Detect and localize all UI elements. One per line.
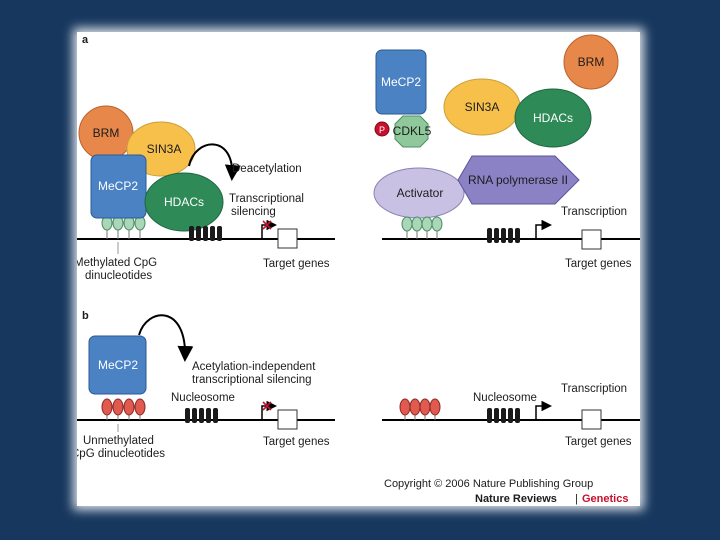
target-genes-label: Target genes: [565, 258, 632, 270]
tss-blocked-arrow: [261, 219, 277, 239]
sin3a-label: SIN3A: [147, 142, 182, 156]
mecp2-protein: [375, 49, 427, 115]
acetylation-label-1: Acetylation-independent: [192, 361, 316, 373]
tss-arrow: [535, 400, 552, 420]
figure-panel: a b BRM: [77, 32, 640, 506]
nucleosome: [487, 228, 520, 243]
transcription-label: Transcription: [561, 383, 627, 395]
panel-a-left: BRM SIN3A MeCP2 HDACs: [77, 105, 335, 282]
methyl-cpg: [411, 216, 423, 232]
unmethyl-cpg: [409, 398, 421, 416]
cdkl5-label: CDKL5: [393, 124, 432, 138]
tss-arrow: [535, 219, 552, 239]
unmethylated-cpg-marks: [101, 398, 146, 432]
unmethyl-cpg: [399, 398, 411, 416]
nucleosome: [185, 408, 218, 423]
sin3a-label: SIN3A: [465, 100, 500, 114]
brm-label: BRM: [93, 126, 120, 140]
unmethyl-cpg: [429, 398, 441, 416]
unmethyl-cpg: [419, 398, 431, 416]
unmethylated-cpg-marks: [399, 398, 441, 420]
mecp2-label: MeCP2: [381, 75, 421, 89]
methyl-cpg: [431, 216, 443, 232]
unmethyl-cpg: [101, 398, 113, 416]
rna-polymerase-protein: [457, 155, 580, 205]
unmethyl-cpg: [112, 398, 124, 416]
target-gene-box: [581, 229, 602, 250]
target-genes-label: Target genes: [263, 436, 330, 448]
methylated-cpg-label-1: Methylated CpG: [77, 257, 157, 269]
transcriptional-label: Transcriptional: [229, 193, 304, 205]
panel-b-right: Nucleosome Transcription Target genes: [382, 383, 640, 448]
silencing-label: silencing: [231, 206, 276, 218]
nucleosome-label: Nucleosome: [473, 392, 537, 404]
unmethyl-cpg: [134, 398, 146, 416]
silencing-arrow: [138, 314, 194, 362]
brm-label: BRM: [578, 55, 605, 69]
mecp2-label: MeCP2: [98, 358, 138, 372]
target-gene-box: [277, 409, 298, 430]
rna-pol-label: RNA polymerase II: [468, 173, 568, 187]
journal-section: Genetics: [582, 493, 628, 505]
journal-name: Nature Reviews: [475, 493, 557, 505]
phosphate-label: P: [379, 125, 385, 135]
target-genes-label: Target genes: [263, 258, 330, 270]
acetylation-label-2: transcriptional silencing: [192, 374, 312, 386]
unmethylated-label-1: Unmethylated: [83, 435, 154, 447]
methyl-cpg: [421, 216, 433, 232]
target-gene-box: [581, 409, 602, 430]
hdacs-protein: [144, 172, 224, 232]
deacetylation-arrow: [188, 143, 241, 181]
brm-protein: [563, 34, 619, 90]
hdacs-protein: [514, 88, 592, 148]
phosphate-marker: [374, 121, 390, 137]
footer-separator: |: [575, 493, 578, 505]
hdacs-label: HDACs: [164, 195, 204, 209]
blocked-x-icon: [262, 401, 272, 411]
nucleosome: [189, 226, 222, 241]
cdkl5-protein: [394, 115, 429, 148]
target-gene-box: [277, 228, 298, 249]
diagram-canvas: a b BRM: [77, 34, 640, 505]
activator-label: Activator: [397, 186, 444, 200]
methylated-cpg-label-2: dinucleotides: [85, 270, 152, 282]
unmethylated-label-2: CpG dinucleotides: [77, 448, 165, 460]
panel-b-left: MeCP2 Acetylation-independent transcript: [77, 314, 335, 460]
nucleosome: [487, 408, 520, 423]
methylated-cpg-marks: [101, 215, 146, 254]
blocked-x-icon: [262, 220, 272, 230]
panel-a-label: a: [82, 34, 89, 46]
mecp2-protein: [90, 154, 147, 219]
target-genes-label: Target genes: [565, 436, 632, 448]
unmethyl-cpg: [123, 398, 135, 416]
deacetylation-label: Deacetylation: [232, 163, 302, 175]
methyl-cpg: [401, 216, 413, 232]
tss-blocked-arrow: [261, 400, 277, 420]
mecp2-label: MeCP2: [98, 179, 138, 193]
cpg-marks: [401, 216, 443, 239]
copyright-text: Copyright © 2006 Nature Publishing Group: [384, 478, 593, 490]
nucleosome-label: Nucleosome: [171, 392, 235, 404]
transcription-label: Transcription: [561, 206, 627, 218]
hdacs-label: HDACs: [533, 111, 573, 125]
mecp2-protein: [88, 335, 147, 395]
panel-a-right: MeCP2 CDKL5 P SIN3A HDACs BRM Activator: [373, 34, 640, 270]
panel-b-label: b: [82, 310, 89, 322]
